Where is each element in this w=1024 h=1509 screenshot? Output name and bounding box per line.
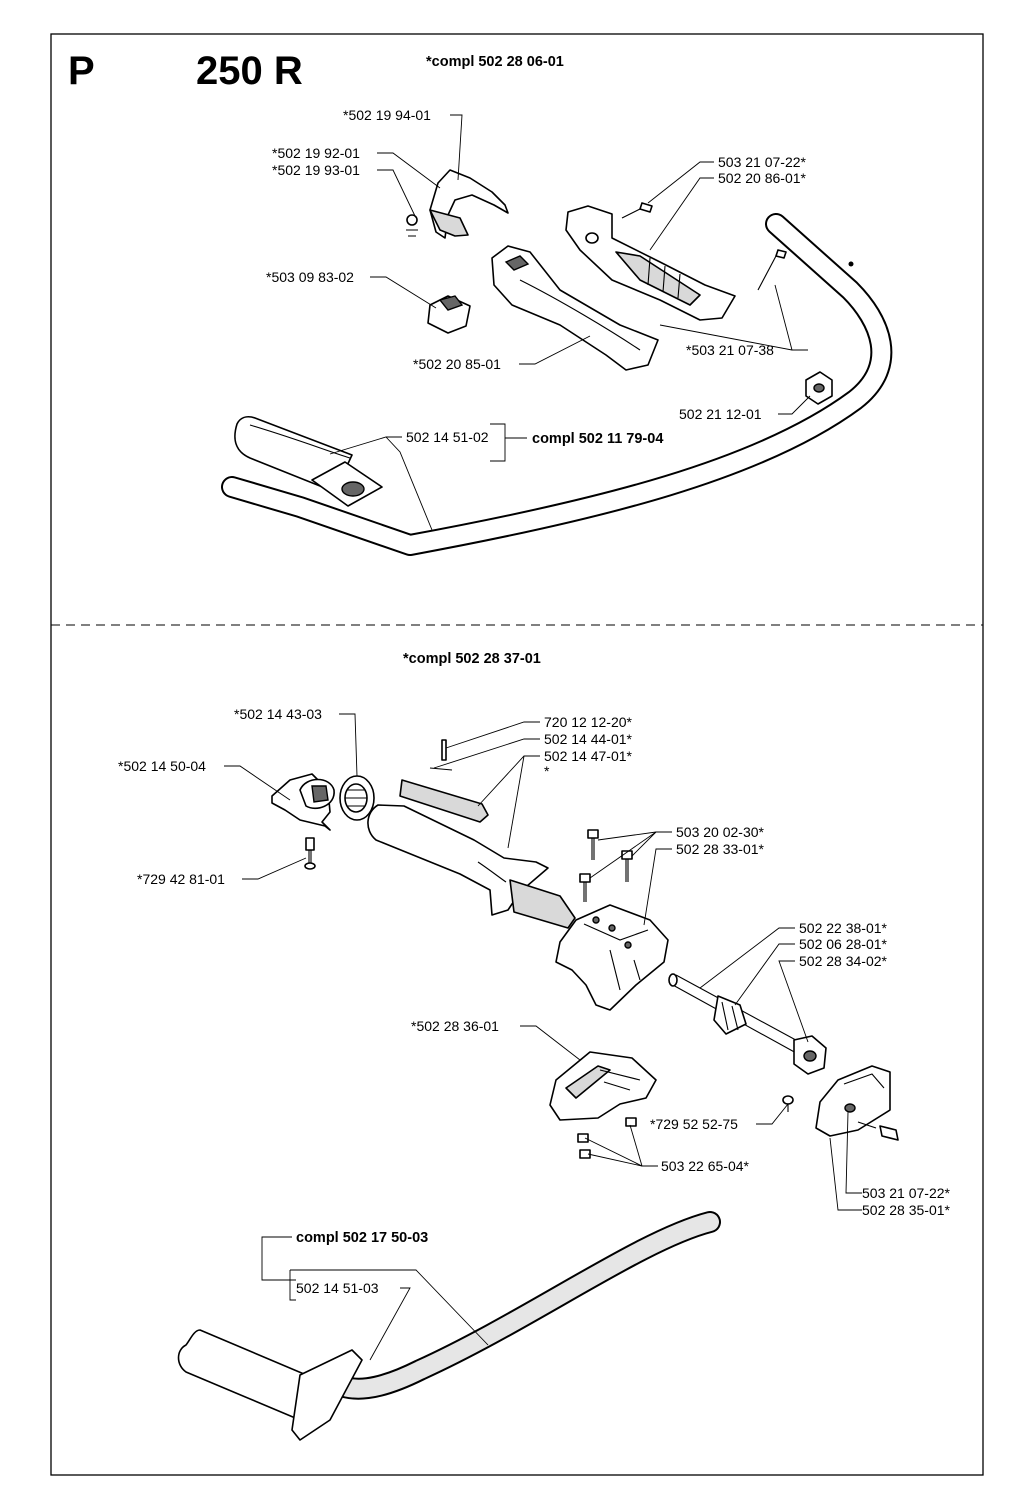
part-label: *	[544, 763, 550, 779]
part-label: 502 21 12-01	[679, 406, 762, 422]
part-label: 503 20 02-30*	[676, 824, 765, 840]
part-label: 720 12 12-20*	[544, 714, 633, 730]
mounting-bracket	[555, 904, 669, 1011]
part-label: *502 20 85-01	[413, 356, 501, 372]
lower-leaders	[224, 713, 862, 1361]
bracket-bolts	[579, 829, 633, 902]
stop-switch	[427, 295, 471, 334]
upper-screws	[621, 202, 833, 405]
lower-handle-bar	[177, 1211, 721, 1441]
lever-screw	[304, 837, 316, 870]
part-label: 502 14 47-01*	[544, 748, 633, 764]
part-label: 502 14 44-01*	[544, 731, 633, 747]
section-letter: P	[68, 49, 95, 93]
part-label: 502 06 28-01*	[799, 936, 888, 952]
part-label: 502 28 35-01*	[862, 1202, 951, 1218]
part-label: *502 14 43-03	[234, 706, 322, 722]
throttle-housing-right	[491, 245, 659, 371]
part-label: 502 28 33-01*	[676, 841, 765, 857]
part-label: *502 19 94-01	[343, 107, 431, 123]
part-label: 502 22 38-01*	[799, 920, 888, 936]
lower-sub-assembly-label: compl 502 17 50-03	[296, 1230, 428, 1246]
part-label: *502 28 36-01	[411, 1018, 499, 1034]
part-label: 503 22 65-04*	[661, 1158, 750, 1174]
part-label: 502 14 51-03	[296, 1280, 379, 1296]
part-label: *502 19 93-01	[272, 162, 360, 178]
part-label: 502 14 51-02	[406, 429, 489, 445]
part-label: *503 09 83-02	[266, 269, 354, 285]
part-label: *502 14 50-04	[118, 758, 206, 774]
clamp-shaft	[668, 973, 827, 1075]
loop-grip	[234, 416, 383, 507]
grip-lever	[271, 773, 335, 831]
upper-drawings	[221, 169, 893, 556]
right-grip	[367, 804, 576, 929]
throttle-trigger	[406, 169, 509, 239]
upper-assembly-label: *compl 502 28 06-01	[426, 54, 564, 70]
diagram-frame	[50, 33, 984, 1476]
loop-handle-bar	[221, 213, 893, 556]
gear-ring	[339, 775, 375, 821]
upper-sub-assembly-label: compl 502 11 79-04	[532, 431, 663, 447]
part-label: 503 21 07-22*	[862, 1185, 951, 1201]
clamp-half	[549, 1051, 657, 1159]
lower-drawings	[177, 739, 899, 1441]
part-label: 503 21 07-22*	[718, 154, 807, 170]
pin-and-spring	[399, 739, 489, 823]
lower-assembly-label: *compl 502 28 37-01	[403, 651, 541, 667]
part-label: *503 21 07-38	[686, 342, 774, 358]
small-screw	[782, 1095, 794, 1112]
upper-leaders	[329, 114, 811, 531]
cover-plate	[815, 1065, 899, 1141]
throttle-housing-left	[565, 205, 736, 321]
part-label: *502 19 92-01	[272, 145, 360, 161]
part-label: 502 20 86-01*	[718, 170, 807, 186]
model-title: 250 R	[196, 49, 303, 93]
part-label: 502 28 34-02*	[799, 953, 888, 969]
part-label: *729 52 52-75	[650, 1116, 738, 1132]
part-label: *729 42 81-01	[137, 871, 225, 887]
